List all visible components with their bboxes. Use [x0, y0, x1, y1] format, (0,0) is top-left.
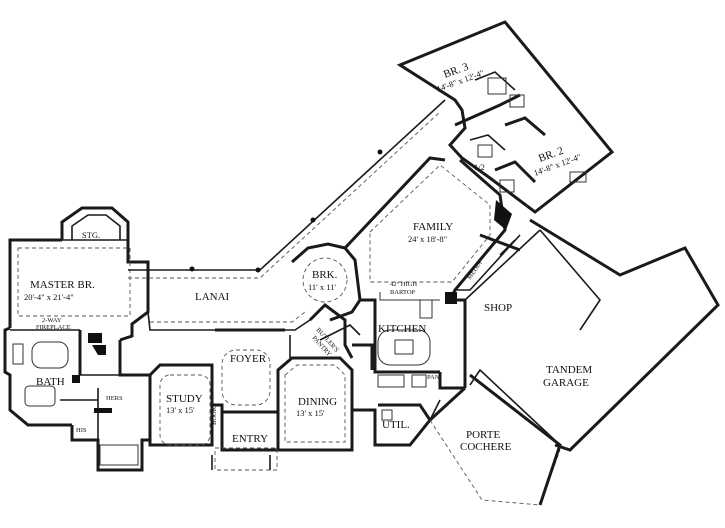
label-brk-size: 11' x 11' [308, 282, 336, 292]
label-family-size: 24' x 18'-8" [408, 234, 447, 244]
label-study: STUDY [166, 393, 203, 405]
label-half-bath: 1/2 [474, 162, 485, 172]
label-garage-2: GARAGE [543, 377, 589, 389]
kitchen-family [291, 156, 521, 447]
label-shop: SHOP [484, 302, 512, 314]
label-dining: DINING [298, 396, 337, 408]
label-stg: STG. [82, 230, 100, 240]
master-suite [3, 206, 152, 472]
label-family: FAMILY [413, 221, 453, 233]
label-study-size: 13' x 15' [166, 405, 195, 415]
label-lanai: LANAI [195, 291, 230, 303]
garage-wing [428, 218, 720, 506]
label-brk: BRK. [312, 269, 338, 281]
label-fireplace-2: FIREPLACE [36, 324, 71, 331]
label-garage-1: TANDEM [546, 364, 592, 376]
label-master: MASTER BR. [30, 279, 95, 291]
room-labels: STG. MASTER BR. 20'-4" x 21'-4" 2-WAY FI… [24, 61, 592, 453]
label-entry: ENTRY [232, 433, 268, 445]
label-pan: PAN [427, 374, 440, 381]
label-master-size: 20'-4" x 21'-4" [24, 292, 74, 302]
label-foyer: FOYER [230, 353, 267, 365]
label-fireplace-1: 2-WAY [42, 317, 62, 324]
label-porte-1: PORTE [466, 429, 500, 441]
central-block [148, 303, 354, 471]
label-kitchen: KITCHEN [378, 323, 426, 335]
label-his: HIS [76, 427, 87, 434]
label-util: UTIL. [382, 419, 410, 431]
label-dining-size: 13' x 15' [296, 408, 325, 418]
label-bartop-1: 42" HIGH [390, 281, 417, 288]
lanai-area [128, 99, 446, 332]
bedroom-wing [396, 20, 615, 214]
label-bath: BATH [36, 376, 65, 388]
label-bartop-2: BARTOP [390, 289, 416, 296]
label-porte-2: COCHERE [460, 441, 512, 453]
label-hers: HERS [106, 395, 123, 402]
label-books: BOOKS [211, 403, 218, 425]
